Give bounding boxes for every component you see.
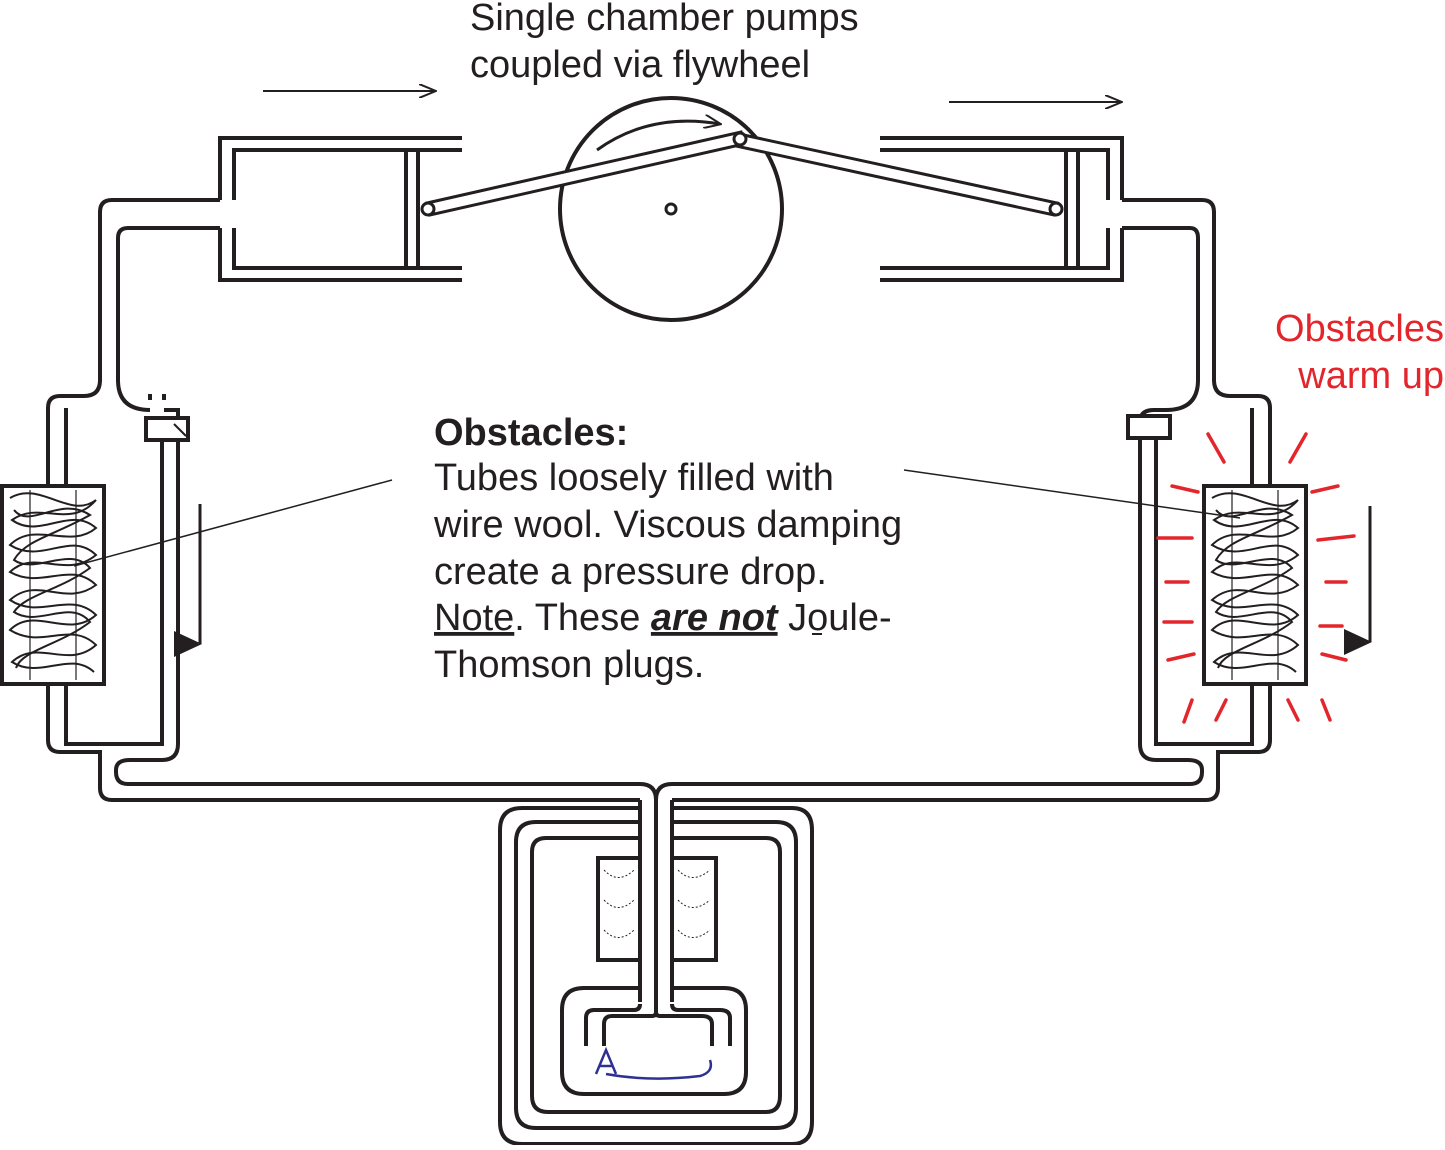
title-line-1: Single chamber pumps: [470, 0, 859, 39]
note-emph: are not: [651, 597, 779, 639]
right-rod-pin: [1048, 201, 1064, 217]
cold-exchanger-right: [670, 856, 718, 962]
cold-exchanger-left: [596, 856, 642, 962]
title-line-2: coupled via flywheel: [470, 44, 810, 86]
right-piston: [1064, 150, 1080, 268]
leader-line-right: [903, 469, 1241, 519]
warm-label-line-1: Obstacles: [1275, 308, 1444, 350]
flywheel: [558, 96, 784, 322]
left-pump-cylinder: [218, 136, 462, 282]
note-mid: . These: [514, 597, 651, 639]
body-line-1: Tubes loosely filled with: [434, 457, 834, 499]
heat-rays: [1156, 432, 1356, 724]
body-line-2: wire wool. Viscous damping: [433, 504, 902, 546]
note-tail: Joule-: [778, 597, 892, 639]
body-line-3: create a pressure drop.: [434, 551, 827, 593]
note-line-2: Thomson plugs.: [434, 644, 704, 686]
left-valve: [144, 416, 190, 442]
piping: [46, 198, 1272, 802]
leader-line-left: [73, 479, 393, 567]
left-rod-pin: [420, 201, 436, 217]
right-valve: [1126, 414, 1172, 440]
note-label: Note: [434, 597, 514, 639]
left-obstacle: [0, 484, 106, 686]
connecting-rod-right: [734, 132, 1059, 217]
central-supply-tube: [638, 782, 674, 1002]
obstacles-heading: Obstacles:: [434, 412, 628, 454]
right-pump-cylinder: [880, 136, 1124, 282]
crank-pin: [732, 131, 748, 147]
rotation-arrow: [596, 121, 720, 152]
cold-chamber: [560, 986, 748, 1096]
left-piston: [404, 150, 420, 268]
right-obstacle: [1202, 484, 1308, 686]
warm-label-line-2: warm up: [1297, 355, 1444, 397]
note-line: Note. These are not Joule-: [434, 597, 892, 639]
flywheel-axle: [664, 202, 678, 216]
dewar-vessel: [498, 806, 814, 1146]
cold-flow-arrow: [594, 1046, 713, 1080]
